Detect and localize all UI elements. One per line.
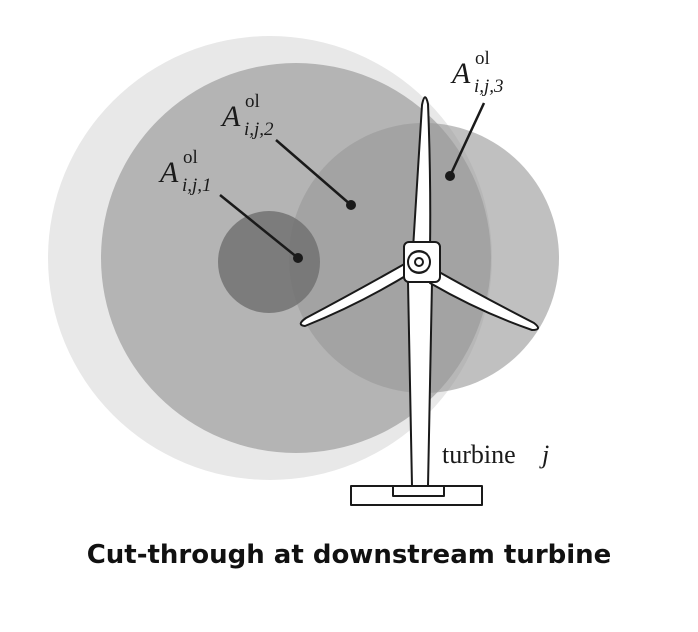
leader-line-a1 xyxy=(219,194,299,259)
inner-wake-circle xyxy=(218,211,320,313)
leader-dot-a2 xyxy=(346,200,356,210)
label-a-ij3-base: A xyxy=(450,57,471,90)
label-a-ij1-sup: ol xyxy=(183,147,198,168)
label-a-ij2-base: A xyxy=(220,100,241,133)
leader-lines xyxy=(219,102,486,263)
label-a-ij1: A ol i,j,1 xyxy=(158,147,212,196)
label-a-ij3-sup: ol xyxy=(475,48,490,69)
turbine-label-var: j xyxy=(539,440,549,469)
label-a-ij3-sub: i,j,3 xyxy=(474,76,504,97)
label-a-ij2-sub: i,j,2 xyxy=(244,119,274,140)
figure-caption: Cut-through at downstream turbine xyxy=(86,540,612,570)
leader-line-a3 xyxy=(448,102,486,177)
wind-turbine-icon xyxy=(299,96,539,506)
leader-line-a2 xyxy=(275,139,352,206)
leader-dot-a1 xyxy=(293,253,303,263)
turbine-j-label: turbine j xyxy=(442,440,549,469)
label-a-ij3: A ol i,j,3 xyxy=(450,48,504,97)
turbine-label-word: turbine xyxy=(442,440,516,469)
label-a-ij1-base: A xyxy=(158,156,179,189)
label-a-ij2: A ol i,j,2 xyxy=(220,91,274,140)
label-a-ij2-sup: ol xyxy=(245,91,260,112)
label-a-ij1-sub: i,j,1 xyxy=(182,175,212,196)
leader-dot-a3 xyxy=(445,171,455,181)
